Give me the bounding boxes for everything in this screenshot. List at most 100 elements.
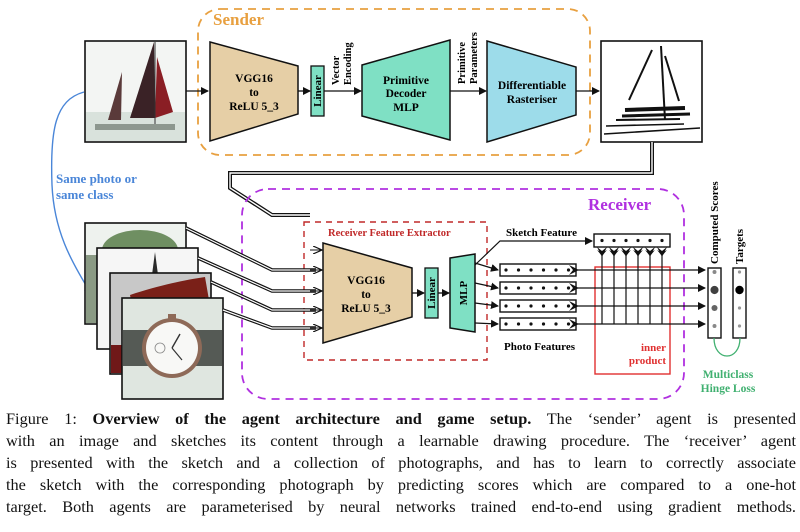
computed-scores-label: Computed Scores <box>709 181 721 264</box>
photo-feature-dot <box>541 268 546 272</box>
photo-to-receiver-connectors <box>185 226 322 328</box>
photo-feature-dot <box>529 268 533 272</box>
sketch-to-receiver-connector-inner <box>229 142 653 216</box>
sender-vgg-label-2: to <box>249 87 259 99</box>
receiver-title: Receiver <box>588 195 652 214</box>
photo-feature-dot <box>504 268 508 272</box>
same-photo-label-1: Same photo or <box>56 171 137 186</box>
photo-features-label: Photo Features <box>504 341 576 353</box>
sketch-feature-dot <box>648 238 652 243</box>
decoder-label-1: Primitive <box>383 75 429 87</box>
sender-box <box>197 8 591 156</box>
score-dots <box>710 270 744 328</box>
caption-line-1-text: The ‘sender’ agent is presented <box>531 409 796 428</box>
sender-linear-label: Linear <box>312 75 324 107</box>
hinge-loss-arc <box>713 337 741 357</box>
photo-feature-dot <box>566 268 571 272</box>
receiver-mlp-label: MLP <box>458 281 470 306</box>
figure-caption: Figure 1: Overview of the agent architec… <box>6 408 796 518</box>
same-photo-label-2: same class <box>56 187 113 202</box>
rasteriser-label-2: Rasteriser <box>507 94 557 106</box>
photo-feature-dot <box>516 268 521 272</box>
mlp-to-photo-feature-arrow <box>474 319 499 328</box>
sketch-chevron <box>633 250 643 256</box>
primitive-params-label-2: Parameters <box>469 32 480 84</box>
decoder-label-3: MLP <box>393 102 419 114</box>
photo-feature-dot <box>541 286 546 290</box>
photo-feature-dot <box>541 322 546 326</box>
photo-feature-dot <box>529 286 533 290</box>
photo-collection <box>84 222 224 400</box>
photo-feature-dot <box>554 304 558 308</box>
caption-line-4: the sketch with the corresponding photog… <box>6 475 796 494</box>
receiver-mlp <box>449 253 476 333</box>
receiver-feature-extractor-title: Receiver Feature Extractor <box>328 228 451 239</box>
sketch-feature-dot <box>660 238 664 243</box>
photo-feature-dot <box>554 286 558 290</box>
target-dot <box>735 285 744 295</box>
receiver-vgg-label-1: VGG16 <box>347 275 385 287</box>
photo-feature-dot <box>529 322 533 326</box>
photo-feature-dot <box>516 322 521 326</box>
sketch-feature-dots <box>600 238 664 243</box>
receiver-box <box>241 188 685 400</box>
photo-feature-dot <box>554 268 558 272</box>
sender-vgg-label-1: VGG16 <box>235 73 273 85</box>
computed-score-dot <box>710 285 719 295</box>
output-sketch <box>600 40 703 143</box>
sketch-chevron <box>645 250 655 256</box>
sketch-feature-dot <box>612 238 616 243</box>
sketch-chevron <box>597 250 607 256</box>
photo-feature-dot <box>554 322 558 326</box>
photo-feature-vectors <box>474 262 577 331</box>
inner-product-label-2: product <box>629 355 666 367</box>
receiver-vgg-encoder <box>322 242 413 345</box>
photo-feature-dot <box>504 322 508 326</box>
vector-encoding-label-1: Vector <box>331 55 342 85</box>
photo-feature-dot <box>516 304 521 308</box>
vector-encoding-label-2: Encoding <box>343 42 354 85</box>
mlp-to-sketch-feature-arrow <box>474 237 593 266</box>
targets-label: Targets <box>734 228 746 264</box>
sketch-chevron <box>621 250 631 256</box>
computed-score-dot <box>712 324 717 328</box>
computed-score-dot <box>712 270 717 274</box>
caption-prefix: Figure 1: <box>6 409 93 428</box>
receiver-vgg-label-2: to <box>361 289 371 301</box>
target-dot <box>737 324 742 328</box>
photo-feature-dot <box>529 304 533 308</box>
architecture-diagram: Sender VGG16 to ReLU 5_3 Linear Vector E… <box>50 8 756 400</box>
receiver-vgg-label-3: ReLU 5_3 <box>341 303 391 315</box>
photo-feature-dot <box>541 304 546 308</box>
computed-score-dot <box>711 304 718 312</box>
receiver-linear-label: Linear <box>426 277 438 309</box>
photo-feature-dot <box>566 322 571 326</box>
rasteriser-label-1: Differentiable <box>498 80 566 92</box>
photo-feature-dot <box>504 286 508 290</box>
sketch-chevron <box>609 250 619 256</box>
primitive-params-label-1: Primitive <box>457 42 468 84</box>
inner-product-label-1: inner <box>641 342 666 354</box>
sketch-chevron <box>657 250 667 256</box>
photo-feature-dot <box>566 286 571 290</box>
hinge-loss-label-2: Hinge Loss <box>701 383 756 395</box>
caption-line-5: target. Both agents are parameterised by… <box>6 497 796 516</box>
caption-line-2: with an image and sketches its content t… <box>6 431 796 450</box>
sender-vgg-label-3: ReLU 5_3 <box>229 101 279 113</box>
photo-feature-dot <box>516 286 521 290</box>
caption-line-3: is presented with the sketch and a colle… <box>6 453 796 472</box>
same-photo-link <box>50 91 93 296</box>
sketch-feature-label: Sketch Feature <box>506 227 577 239</box>
mlp-to-photo-feature-arrow <box>474 262 499 272</box>
photo-feature-dot <box>566 304 571 308</box>
hinge-loss-label-1: Multiclass <box>703 369 754 381</box>
target-dot <box>737 306 742 310</box>
sketch-feature-dot <box>636 238 640 243</box>
inner-product-grid <box>569 247 706 329</box>
photo-feature-dot <box>504 304 508 308</box>
primitive-decoder-mlp <box>361 39 451 141</box>
decoder-label-2: Decoder <box>386 88 427 100</box>
photo-watch <box>121 297 224 400</box>
target-dot <box>737 270 742 274</box>
caption-line-1: Figure 1: Overview of the agent architec… <box>6 408 796 430</box>
